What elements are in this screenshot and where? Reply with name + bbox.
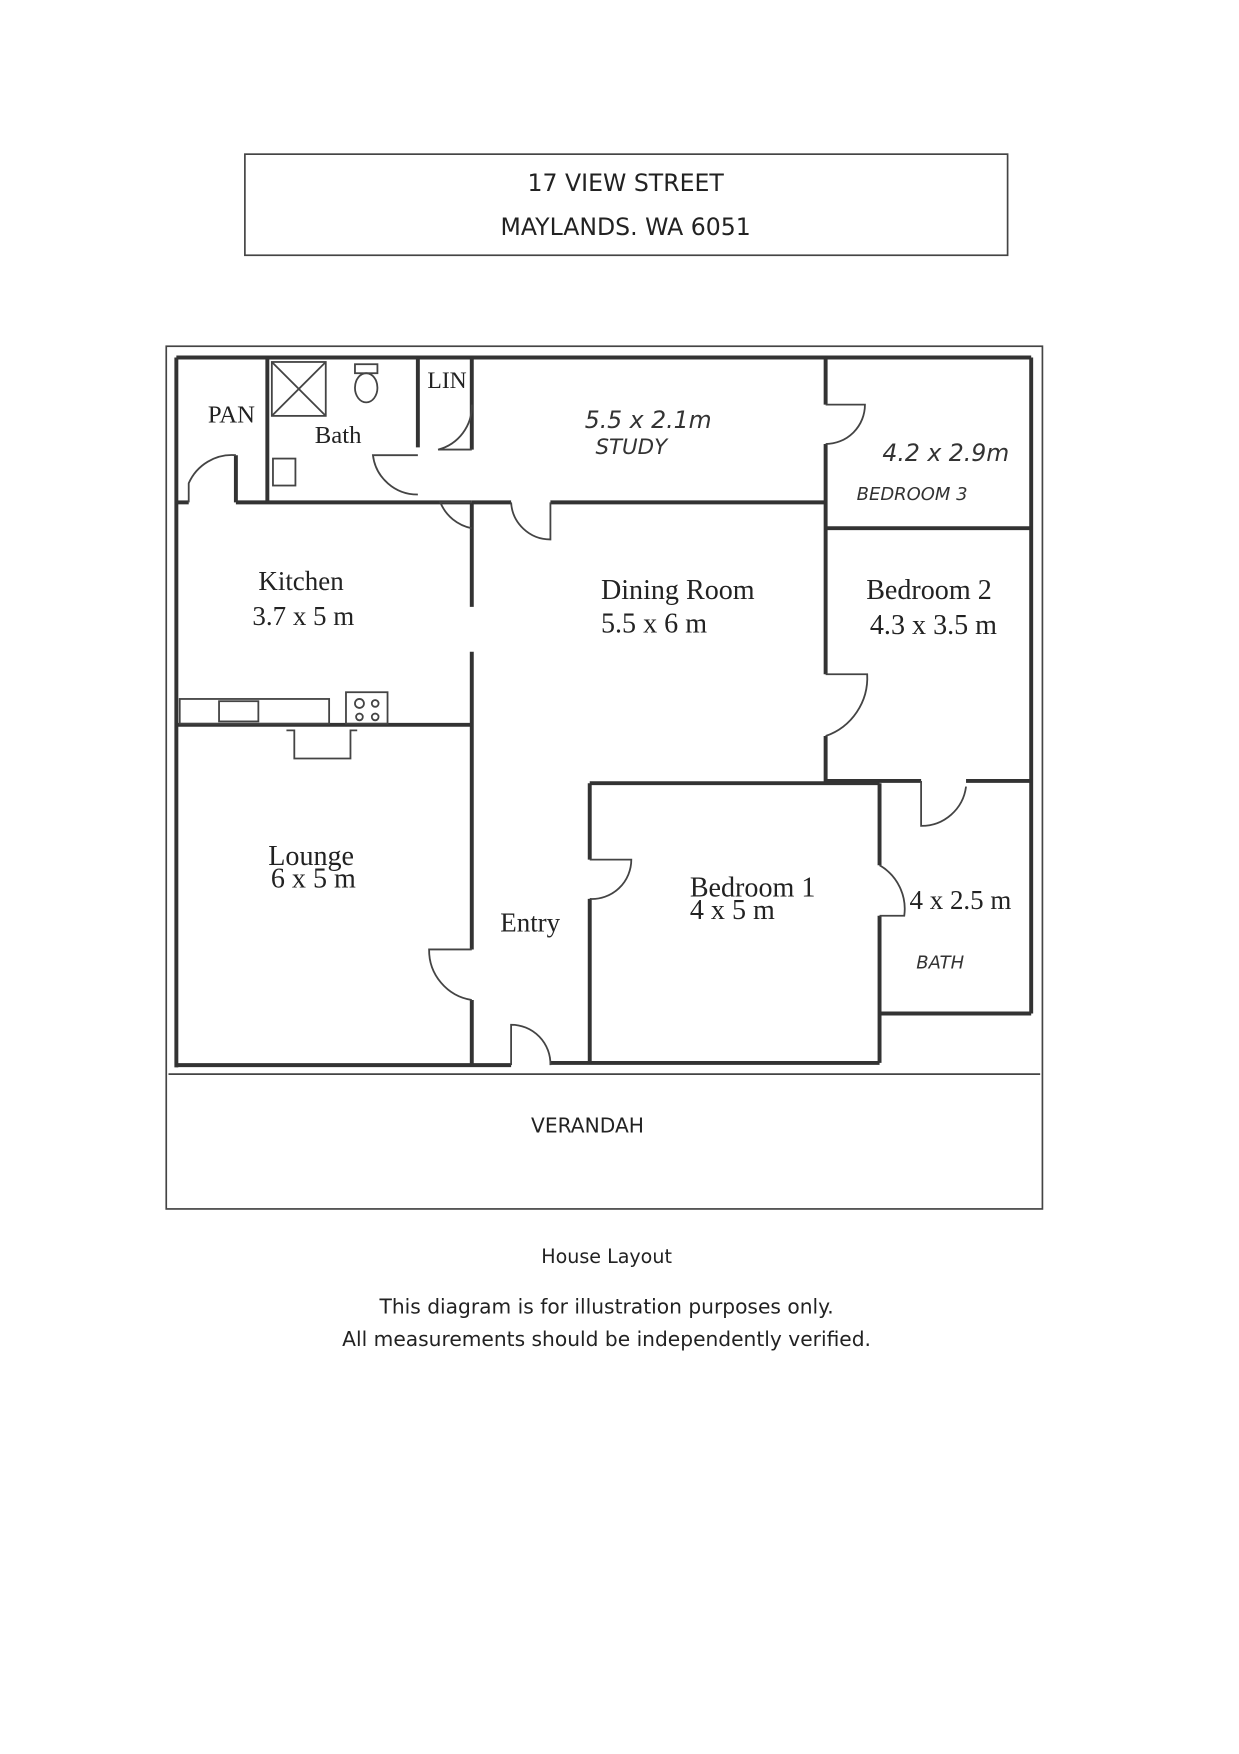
label-bath2: BATH bbox=[916, 953, 964, 974]
label-bedroom3-size: 4.2 x 2.9m bbox=[882, 439, 1009, 467]
sink-icon bbox=[218, 700, 260, 723]
label-linen: LIN bbox=[427, 368, 466, 394]
label-lounge-size: 6 x 5 m bbox=[271, 864, 356, 895]
label-bedroom2: Bedroom 2 bbox=[866, 575, 992, 606]
label-study: STUDY bbox=[595, 435, 669, 460]
toilet-icon bbox=[354, 372, 379, 404]
fixtures bbox=[178, 361, 389, 760]
caption-title: House Layout bbox=[541, 1245, 672, 1268]
stove-icon bbox=[345, 691, 389, 725]
kitchen-counter bbox=[178, 698, 331, 725]
address-line-2: MAYLANDS. WA 6051 bbox=[501, 213, 751, 241]
label-pantry: PAN bbox=[208, 402, 255, 429]
label-kitchen: Kitchen bbox=[258, 566, 344, 596]
label-bath2-size: 4 x 2.5 m bbox=[910, 885, 1012, 915]
label-bath: Bath bbox=[315, 422, 362, 449]
label-verandah: VERANDAH bbox=[531, 1114, 644, 1138]
shower-icon bbox=[270, 361, 327, 417]
label-bedroom2-size: 4.3 x 3.5 m bbox=[870, 610, 997, 641]
basin-icon bbox=[272, 457, 297, 487]
address-box bbox=[244, 153, 1009, 257]
label-dining: Dining Room bbox=[601, 575, 755, 606]
label-bedroom1: Bedroom 1 bbox=[690, 873, 816, 904]
address-line-1: 17 VIEW STREET bbox=[528, 169, 725, 197]
label-lounge: Lounge bbox=[268, 841, 354, 872]
label-kitchen-size: 3.7 x 5 m bbox=[252, 601, 354, 631]
label-study-size: 5.5 x 2.1m bbox=[585, 406, 712, 434]
island-bench bbox=[286, 729, 358, 760]
label-bedroom3: BEDROOM 3 bbox=[857, 484, 968, 505]
plan-frame bbox=[165, 345, 1044, 1210]
door-swings bbox=[187, 403, 967, 1066]
label-bedroom1-size: 4 x 5 m bbox=[690, 895, 775, 926]
label-dining-size: 5.5 x 6 m bbox=[601, 609, 707, 640]
disclaimer-line-2: All measurements should be independently… bbox=[342, 1327, 871, 1351]
walls bbox=[174, 355, 1034, 1068]
disclaimer-line-1: This diagram is for illustration purpose… bbox=[379, 1294, 834, 1318]
label-entry: Entry bbox=[500, 907, 560, 937]
